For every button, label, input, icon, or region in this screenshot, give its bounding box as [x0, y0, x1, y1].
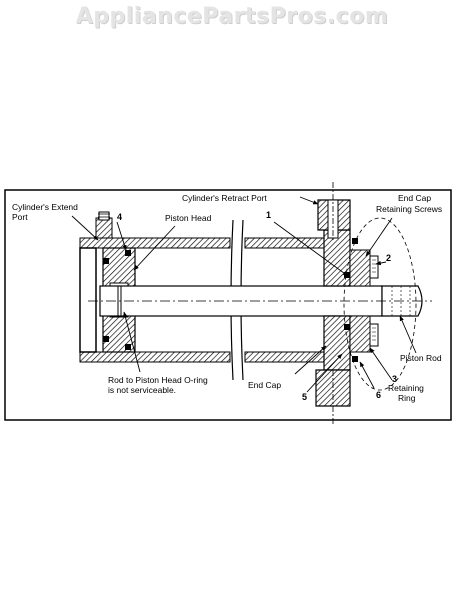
callout-1: 1 [266, 210, 271, 220]
oring-note-label-2: is not serviceable. [108, 385, 176, 395]
retaining-screws [369, 255, 379, 347]
extend-port-label: Cylinder's Extend [12, 202, 78, 212]
detail-ellipse [343, 217, 417, 391]
retract-port-fitting [317, 182, 351, 240]
end-cap-screws-label-2: Retaining Screws [376, 204, 442, 214]
end-cap-label: End Cap [248, 380, 281, 390]
diagram-frame [4, 189, 452, 421]
callout-2: 2 [386, 253, 391, 263]
watermark-text: AppliancePartsPros.com [75, 4, 389, 29]
lower-port-boss [315, 369, 351, 425]
piston-head-label: Piston Head [165, 213, 212, 223]
extend-port-fitting [95, 211, 113, 239]
end-cap-screws-label: End Cap [398, 193, 431, 203]
retaining-ring-label-2: Ring [398, 393, 416, 403]
cylinder-barrel [79, 237, 351, 363]
callout-5: 5 [302, 392, 307, 402]
callout-6: 6 [376, 390, 381, 400]
piston-rod-label: Piston Rod [400, 353, 442, 363]
retaining-ring-label: Retaining [388, 383, 424, 393]
oring-note-label: Rod to Piston Head O-ring [108, 375, 208, 385]
extend-port-label-2: Port [12, 212, 28, 222]
callout-3: 3 [392, 374, 397, 384]
leader-lines [71, 196, 417, 393]
retract-port-label: Cylinder's Retract Port [182, 193, 267, 203]
callout-4: 4 [117, 212, 122, 222]
